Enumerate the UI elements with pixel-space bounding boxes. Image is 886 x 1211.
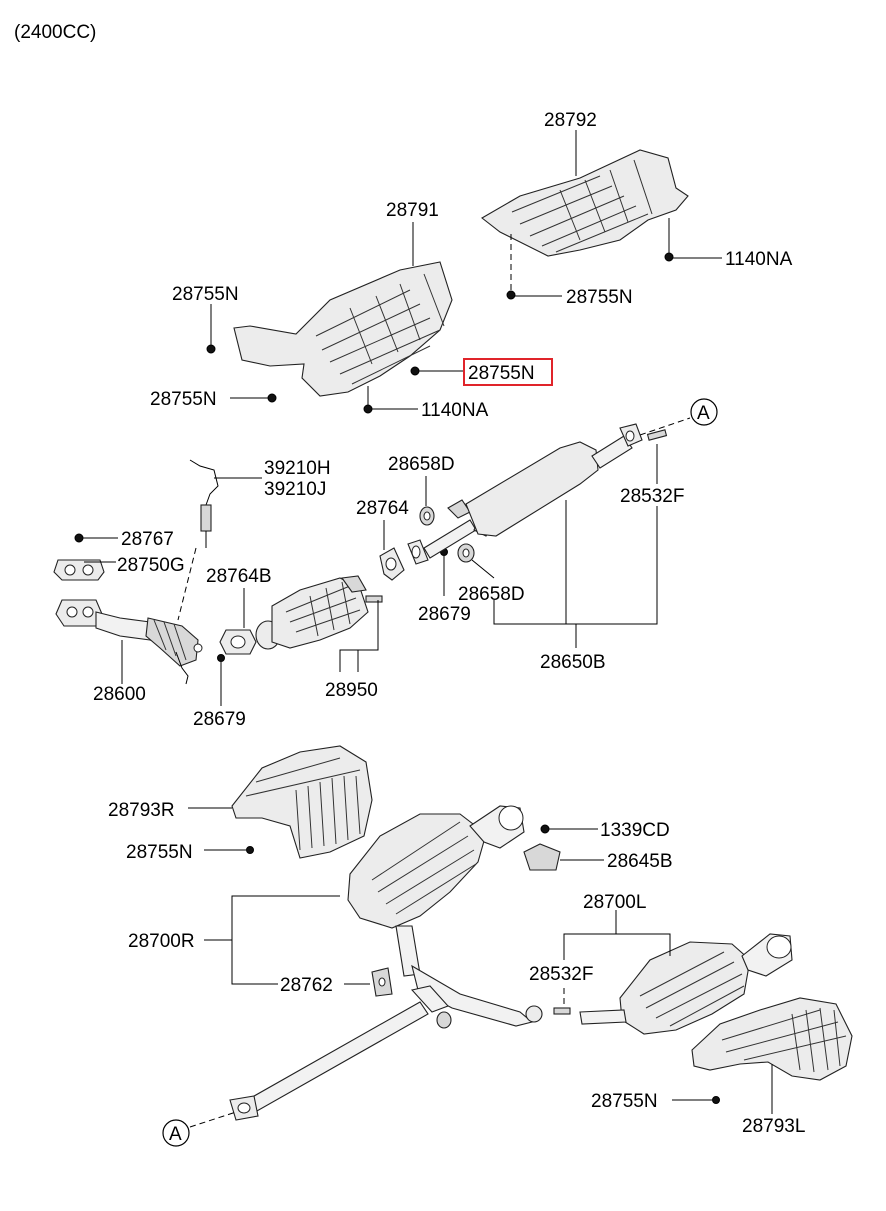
- center-muffler-28650B[interactable]: [407, 423, 643, 565]
- gasket-28764[interactable]: [379, 547, 405, 581]
- hanger-28645B[interactable]: [523, 843, 561, 871]
- callout-A-top: A: [639, 398, 718, 436]
- label-28755N-highlighted[interactable]: 28755N: [468, 363, 535, 384]
- bolt-1339CD[interactable]: [540, 824, 550, 834]
- gasket-28750G[interactable]: [53, 559, 105, 581]
- hanger-28658D-top[interactable]: [419, 506, 435, 526]
- heat-protector-28792[interactable]: [481, 149, 689, 257]
- label-28658D-bottom: 28658D: [458, 584, 525, 605]
- label-28750G: 28750G: [117, 555, 185, 576]
- label-28650B: 28650B: [540, 652, 606, 673]
- callout-A-bottom: A: [162, 1111, 237, 1147]
- nut-28755N-bottom-left[interactable]: [267, 393, 277, 403]
- label-28645B: 28645B: [607, 851, 673, 872]
- label-39210H: 39210H: [264, 458, 331, 479]
- label-1140NA-bottom: 1140NA: [421, 400, 489, 421]
- heat-protector-28793L[interactable]: [691, 997, 853, 1081]
- label-1339CD: 1339CD: [600, 820, 670, 841]
- muffler-28700R[interactable]: [347, 805, 543, 1027]
- label-28755N-bottom-left: 28755N: [150, 389, 217, 410]
- hanger-center[interactable]: [436, 1011, 452, 1029]
- nut-28767[interactable]: [74, 533, 84, 543]
- label-28755N-left: 28755N: [172, 284, 239, 305]
- label-28600: 28600: [93, 684, 146, 705]
- label-28755N-top: 28755N: [566, 287, 633, 308]
- oxygen-sensor[interactable]: [189, 459, 219, 548]
- label-28762: 28762: [280, 975, 333, 996]
- svg-text:A: A: [169, 1124, 182, 1145]
- label-28793L: 28793L: [742, 1116, 805, 1137]
- center-pipe[interactable]: [229, 985, 449, 1121]
- gasket-28764B[interactable]: [219, 629, 257, 655]
- bolt-1140NA-top[interactable]: [664, 218, 674, 262]
- nut-28679-left[interactable]: [217, 654, 225, 662]
- engine-label: (2400CC): [14, 22, 96, 43]
- catalytic-converter-28950[interactable]: [255, 575, 383, 650]
- muffler-28700L[interactable]: [579, 933, 793, 1035]
- nut-28755N-highlighted[interactable]: [410, 366, 420, 376]
- hanger-rod-28532F-bottom[interactable]: [553, 1007, 571, 1015]
- label-28658D-top: 28658D: [388, 454, 455, 475]
- label-28700R: 28700R: [128, 931, 195, 952]
- hanger-28762[interactable]: [371, 967, 393, 997]
- heat-protector-28791[interactable]: [233, 261, 453, 397]
- heat-protector-28793R[interactable]: [231, 745, 373, 859]
- label-28755N-rear-left: 28755N: [591, 1091, 658, 1112]
- svg-text:A: A: [697, 403, 710, 424]
- nut-28755N-rear-right-shield[interactable]: [246, 846, 254, 854]
- label-1140NA-top: 1140NA: [725, 249, 793, 270]
- hanger-28658D-bottom[interactable]: [457, 543, 475, 563]
- label-28767: 28767: [121, 529, 174, 550]
- hanger-rod-28532F-top[interactable]: [646, 429, 668, 441]
- label-28792: 28792: [544, 110, 597, 131]
- label-28679-left: 28679: [193, 709, 246, 730]
- highlight-box: [463, 358, 553, 386]
- label-39210J: 39210J: [264, 479, 326, 500]
- bolt-1140NA-bottom[interactable]: [363, 386, 373, 414]
- label-28679-right: 28679: [418, 604, 471, 625]
- label-28700L: 28700L: [583, 892, 646, 913]
- label-28764: 28764: [356, 498, 409, 519]
- label-28532F-top: 28532F: [620, 486, 684, 507]
- label-28950: 28950: [325, 680, 378, 701]
- label-28791: 28791: [386, 200, 439, 221]
- front-pipe-28600[interactable]: [55, 599, 203, 685]
- nut-28755N-left[interactable]: [206, 344, 216, 354]
- label-28764B: 28764B: [206, 566, 272, 587]
- label-28532F-bottom: 28532F: [529, 964, 593, 985]
- nut-28755N-rear-left-shield[interactable]: [712, 1096, 720, 1104]
- label-28793R: 28793R: [108, 800, 175, 821]
- label-28755N-rear-right: 28755N: [126, 842, 193, 863]
- nut-28755N-top-right[interactable]: [506, 290, 516, 300]
